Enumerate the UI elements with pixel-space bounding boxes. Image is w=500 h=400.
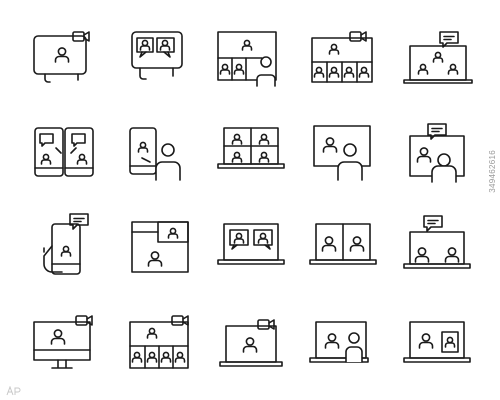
screen-presenter-icon	[313, 125, 371, 181]
laptop-grid-video-call-icon	[217, 127, 285, 169]
laptop-split-call-icon	[309, 223, 377, 265]
tablet-group-chat-icon	[131, 31, 183, 80]
screen-grid-video-call-icon	[129, 315, 189, 369]
hand-phone-video-call-icon	[43, 213, 89, 275]
adobe-stock-watermark-logo	[6, 386, 21, 396]
laptop-group-chat-icon	[403, 215, 471, 269]
screen-group-presenter-icon	[217, 31, 277, 87]
laptop-chat-call-icon	[217, 223, 285, 265]
browser-video-call-icon	[131, 221, 189, 273]
stock-id-label: 349462616	[488, 150, 497, 193]
phone-presenter-icon	[129, 127, 181, 181]
monitor-grid-video-call-icon	[311, 31, 373, 83]
desktop-video-call-icon	[33, 315, 93, 369]
phone-to-phone-chat-icon	[34, 127, 94, 177]
laptop-presenter-icon	[309, 321, 369, 363]
screen-conversation-icon	[409, 123, 465, 183]
laptop-video-camera-icon	[219, 319, 283, 367]
laptop-group-message-icon	[403, 31, 473, 84]
laptop-picture-in-picture-icon	[403, 321, 471, 363]
tablet-video-call-icon	[33, 31, 90, 83]
